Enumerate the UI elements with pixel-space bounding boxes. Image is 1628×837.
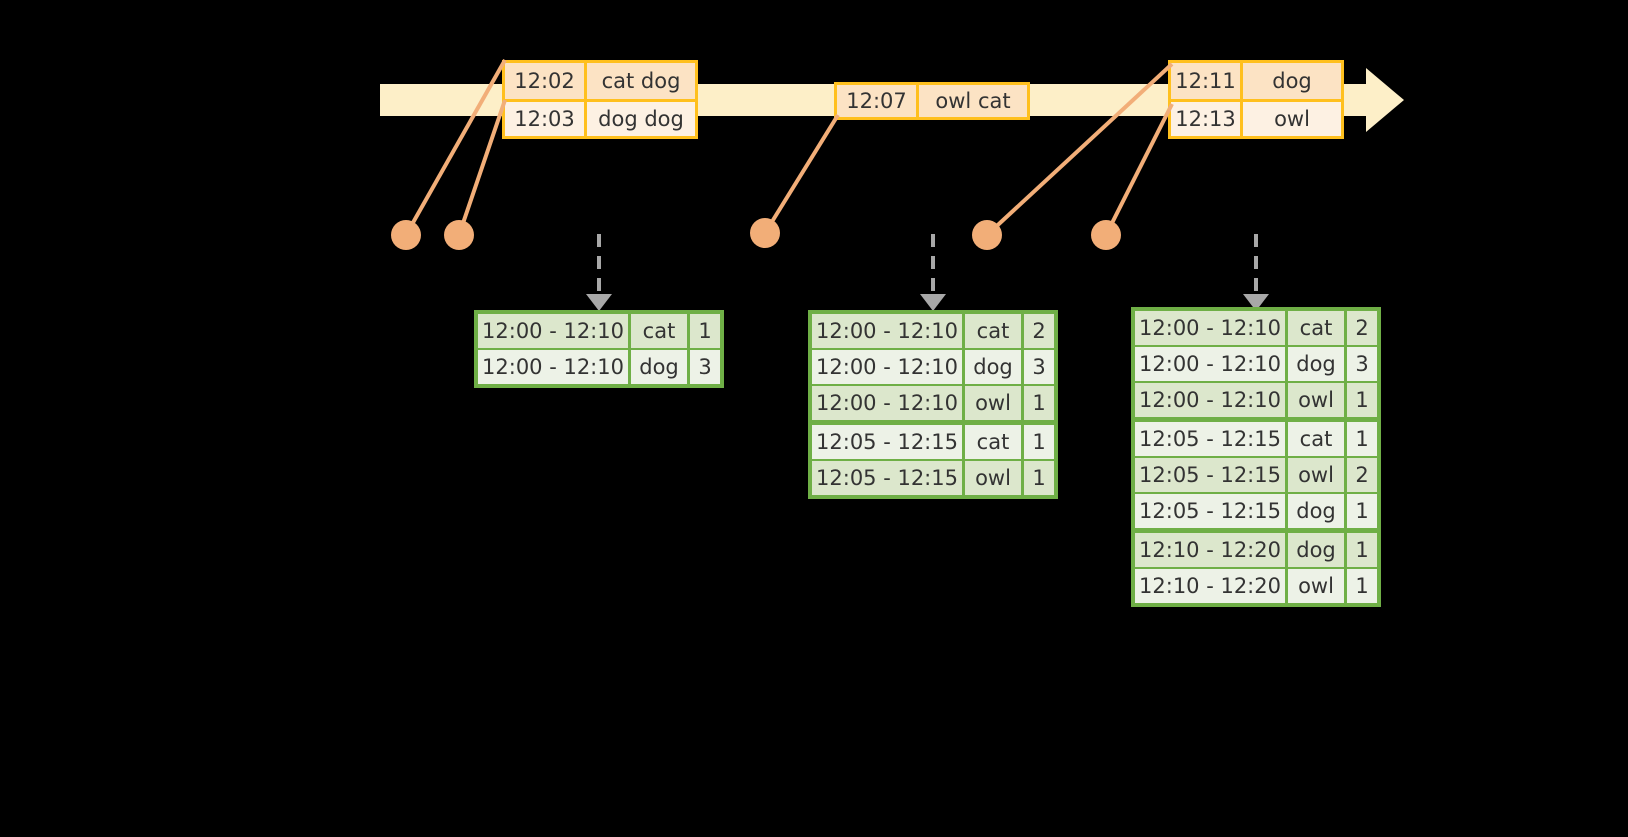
cell-window: 12:05 - 12:15 [1135, 422, 1285, 456]
event-value: cat dog [587, 63, 695, 99]
cell-window: 12:00 - 12:10 [478, 350, 628, 384]
cell-key: owl [1288, 383, 1344, 417]
cell-window: 12:00 - 12:10 [1135, 347, 1285, 381]
cell-window: 12:00 - 12:10 [478, 314, 628, 348]
cell-window: 12:05 - 12:15 [1135, 494, 1285, 528]
cell-count: 1 [1347, 569, 1377, 603]
cell-key: cat [1288, 311, 1344, 345]
cell-count: 2 [1024, 314, 1054, 348]
cell-window: 12:00 - 12:10 [1135, 311, 1285, 345]
event-time: 12:03 [505, 102, 587, 136]
cell-count: 1 [690, 314, 720, 348]
cell-count: 1 [1347, 422, 1377, 456]
event-value: owl cat [919, 85, 1027, 117]
event-group-2[interactable]: 12:07 owl cat [834, 82, 1030, 120]
flow-arrow-shaft-1 [597, 234, 601, 297]
cell-count: 1 [1024, 425, 1054, 459]
cell-key: cat [631, 314, 687, 348]
cell-key: owl [965, 461, 1021, 495]
cell-window: 12:05 - 12:15 [812, 425, 962, 459]
cell-count: 2 [1347, 311, 1377, 345]
cell-window: 12:00 - 12:10 [812, 386, 962, 420]
cell-count: 2 [1347, 458, 1377, 492]
cell-window: 12:00 - 12:10 [1135, 383, 1285, 417]
stream-dot [1091, 220, 1121, 250]
cell-count: 3 [1024, 350, 1054, 384]
event-time: 12:02 [505, 63, 587, 99]
cell-key: cat [965, 314, 1021, 348]
event-time: 12:11 [1171, 63, 1243, 99]
event-row: 12:07 owl cat [837, 85, 1027, 117]
cell-count: 1 [1024, 461, 1054, 495]
event-group-1[interactable]: 12:02 cat dog 12:03 dog dog [502, 60, 698, 139]
event-value: owl [1243, 102, 1341, 136]
cell-count: 1 [1024, 386, 1054, 420]
cell-count: 1 [1347, 383, 1377, 417]
event-value: dog dog [587, 102, 695, 136]
flow-arrow-head-2 [920, 294, 946, 311]
cell-key: cat [1288, 422, 1344, 456]
event-value: dog [1243, 63, 1341, 99]
cell-key: dog [1288, 494, 1344, 528]
cell-window: 12:00 - 12:10 [812, 314, 962, 348]
cell-key: dog [1288, 347, 1344, 381]
flow-arrow-shaft-3 [1254, 234, 1258, 297]
stream-dot [444, 220, 474, 250]
event-row: 12:13 owl [1171, 99, 1341, 136]
cell-window: 12:00 - 12:10 [812, 350, 962, 384]
cell-count: 3 [1347, 347, 1377, 381]
cell-key: dog [631, 350, 687, 384]
cell-window: 12:10 - 12:20 [1135, 533, 1285, 567]
cell-key: dog [1288, 533, 1344, 567]
event-time: 12:07 [837, 85, 919, 117]
cell-key: owl [1288, 458, 1344, 492]
event-time: 12:13 [1171, 102, 1243, 136]
event-row: 12:03 dog dog [505, 99, 695, 136]
cell-window: 12:05 - 12:15 [1135, 458, 1285, 492]
event-row: 12:02 cat dog [505, 63, 695, 99]
flow-arrow-head-3 [1243, 294, 1269, 311]
cell-key: cat [965, 425, 1021, 459]
flow-arrow-head-1 [586, 294, 612, 311]
cell-window: 12:10 - 12:20 [1135, 569, 1285, 603]
cell-count: 3 [690, 350, 720, 384]
stream-dot [391, 220, 421, 250]
stream-dot [750, 218, 780, 248]
cell-key: owl [1288, 569, 1344, 603]
cell-count: 1 [1347, 494, 1377, 528]
cell-count: 1 [1347, 533, 1377, 567]
event-row: 12:11 dog [1171, 63, 1341, 99]
stream-dot [972, 220, 1002, 250]
cell-window: 12:05 - 12:15 [812, 461, 962, 495]
timeline-arrowhead [1366, 68, 1404, 132]
cell-key: owl [965, 386, 1021, 420]
flow-arrow-shaft-2 [931, 234, 935, 297]
event-group-3[interactable]: 12:11 dog 12:13 owl [1168, 60, 1344, 139]
cell-key: dog [965, 350, 1021, 384]
